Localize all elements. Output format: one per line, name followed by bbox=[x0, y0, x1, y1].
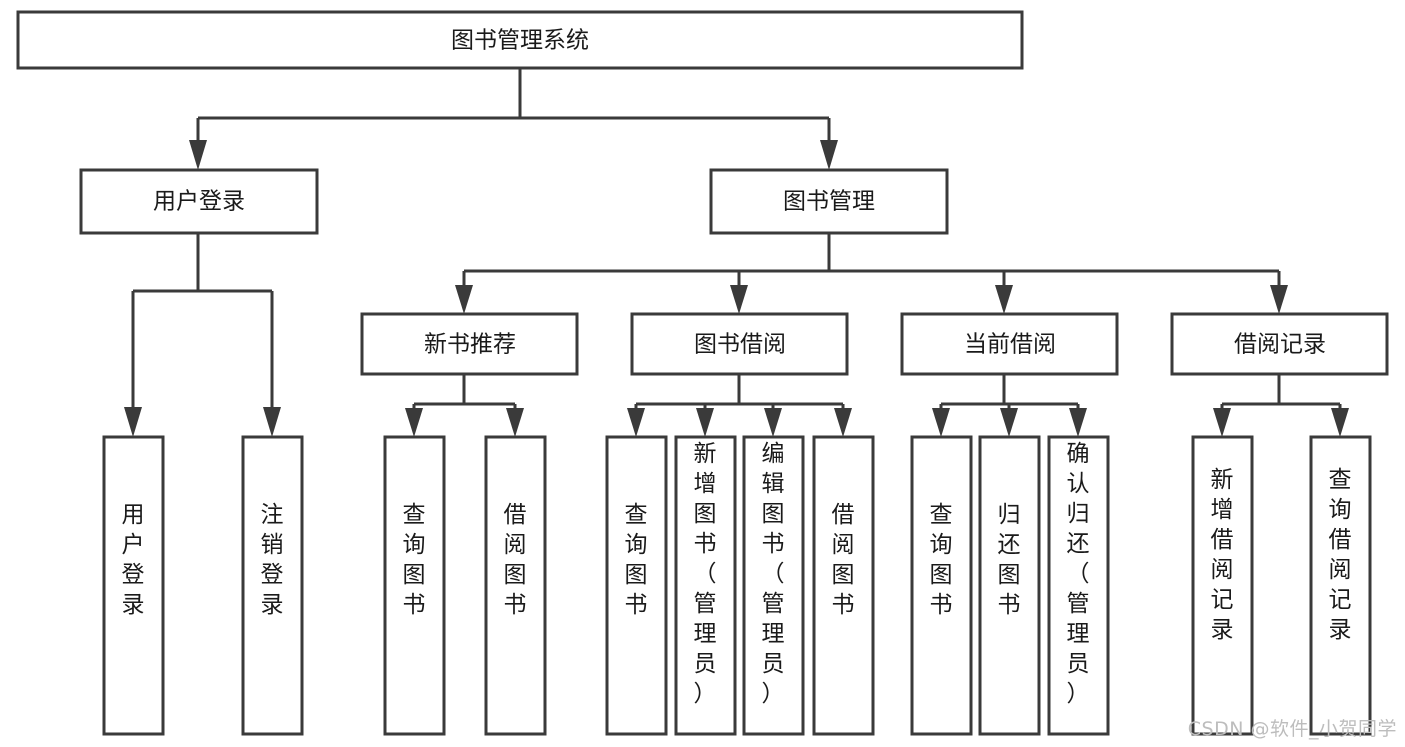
arrow-head-c2 bbox=[696, 408, 714, 437]
connector-current-to-leaves bbox=[932, 374, 1087, 437]
leaf-user-login-label: 用户登录 bbox=[122, 502, 145, 618]
node-new-book-recommend-box[interactable] bbox=[360, 312, 579, 376]
leaf-edit-book-box[interactable] bbox=[742, 435, 805, 736]
leaf-query-book-2-label: 查询图书 bbox=[625, 502, 648, 618]
node-user-login[interactable]: 用户登录 bbox=[79, 168, 319, 235]
arrow-head-user-login bbox=[189, 140, 207, 170]
leaf-borrow-book-1-box[interactable] bbox=[484, 435, 547, 736]
arrow-head-c4 bbox=[834, 408, 852, 437]
leaf-logout-label: 注销登录 bbox=[261, 502, 284, 618]
leaf-node[interactable]: 注销登录 bbox=[241, 435, 304, 736]
node-new-book-recommend-label: 新书推荐 bbox=[424, 332, 516, 358]
node-user-login-box[interactable] bbox=[79, 168, 319, 235]
arrow-head-records bbox=[1270, 285, 1288, 314]
node-borrow-records[interactable]: 借阅记录 bbox=[1170, 312, 1389, 376]
node-book-borrow[interactable]: 图书借阅 bbox=[630, 312, 849, 376]
leaf-node[interactable]: 查询图书 bbox=[383, 435, 446, 736]
leaf-borrow-book-2-box[interactable] bbox=[812, 435, 875, 736]
leaf-query-book-1-box[interactable] bbox=[383, 435, 446, 736]
leaf-node[interactable]: 查询图书 bbox=[605, 435, 668, 736]
arrow-head-d1 bbox=[932, 408, 950, 437]
leaf-query-record-label: 查询借阅记录 bbox=[1329, 467, 1352, 643]
node-current-borrow-label: 当前借阅 bbox=[964, 332, 1056, 358]
leaf-node[interactable]: 借阅图书 bbox=[812, 435, 875, 736]
arrow-head-b1 bbox=[405, 408, 423, 437]
leaf-node[interactable]: 新增借阅记录 bbox=[1191, 435, 1254, 736]
leaf-return-book-box[interactable] bbox=[978, 435, 1041, 736]
leaf-return-book-label: 归还图书 bbox=[998, 502, 1021, 618]
node-book-manage[interactable]: 图书管理 bbox=[709, 168, 949, 235]
arrow-head-book-manage bbox=[820, 140, 838, 170]
arrow-head-d2 bbox=[1000, 408, 1018, 437]
leaf-query-book-2-box[interactable] bbox=[605, 435, 668, 736]
leaf-add-record-box[interactable] bbox=[1191, 435, 1254, 736]
leaf-borrow-book-1-label: 借阅图书 bbox=[504, 502, 527, 618]
leaf-confirm-return-label: 确认归还（管理员） bbox=[1067, 441, 1090, 707]
node-user-login-label: 用户登录 bbox=[153, 189, 245, 215]
node-root[interactable]: 图书管理系统 bbox=[16, 10, 1024, 70]
node-book-borrow-box[interactable] bbox=[630, 312, 849, 376]
arrow-head-b2 bbox=[506, 408, 524, 437]
leaf-query-record-box[interactable] bbox=[1309, 435, 1372, 736]
leaf-user-login-box[interactable] bbox=[102, 435, 165, 736]
arrow-head-e1 bbox=[1213, 408, 1231, 437]
leaf-node[interactable]: 借阅图书 bbox=[484, 435, 547, 736]
connector-book-manage-to-level3 bbox=[455, 233, 1288, 314]
leaf-logout-box[interactable] bbox=[241, 435, 304, 736]
leaf-node[interactable]: 确认归还（管理员） bbox=[1047, 435, 1110, 736]
arrow-head-c1 bbox=[627, 408, 645, 437]
arrow-head-a2 bbox=[263, 407, 281, 437]
node-borrow-records-label: 借阅记录 bbox=[1234, 332, 1326, 358]
leaf-query-book-3-label: 查询图书 bbox=[930, 502, 953, 618]
node-book-borrow-label: 图书借阅 bbox=[694, 332, 786, 358]
leaf-query-book-3-box[interactable] bbox=[910, 435, 973, 736]
leaf-node[interactable]: 查询借阅记录 bbox=[1309, 435, 1372, 736]
arrow-head-d3 bbox=[1069, 408, 1087, 437]
connector-user-login-to-leaves bbox=[124, 233, 281, 437]
leaf-node[interactable]: 用户登录 bbox=[102, 435, 165, 736]
node-current-borrow[interactable]: 当前借阅 bbox=[900, 312, 1119, 376]
leaf-borrow-book-2-label: 借阅图书 bbox=[832, 502, 855, 618]
connector-new-book-to-leaves bbox=[405, 374, 524, 437]
leaf-confirm-return-box[interactable] bbox=[1047, 435, 1110, 736]
arrow-head-borrow bbox=[730, 285, 748, 314]
connector-records-to-leaves bbox=[1213, 374, 1349, 437]
arrow-head-e2 bbox=[1331, 408, 1349, 437]
leaf-add-record-label: 新增借阅记录 bbox=[1211, 467, 1234, 643]
leaf-node[interactable]: 查询图书 bbox=[910, 435, 973, 736]
leaf-node[interactable]: 归还图书 bbox=[978, 435, 1041, 736]
arrow-head-current bbox=[995, 285, 1013, 314]
leaf-node[interactable]: 编辑图书（管理员） bbox=[742, 435, 805, 736]
node-new-book-recommend[interactable]: 新书推荐 bbox=[360, 312, 579, 376]
leaf-add-book-label: 新增图书（管理员） bbox=[694, 441, 717, 707]
leaf-node[interactable]: 新增图书（管理员） bbox=[674, 435, 737, 736]
node-book-manage-label: 图书管理 bbox=[783, 189, 875, 215]
connector-root-to-level2 bbox=[189, 68, 838, 170]
node-current-borrow-box[interactable] bbox=[900, 312, 1119, 376]
node-borrow-records-box[interactable] bbox=[1170, 312, 1389, 376]
arrow-head-new-book bbox=[455, 285, 473, 314]
connector-borrow-to-leaves bbox=[627, 374, 852, 437]
leaf-add-book-box[interactable] bbox=[674, 435, 737, 736]
node-book-manage-box[interactable] bbox=[709, 168, 949, 235]
arrow-head-a1 bbox=[124, 407, 142, 437]
node-root-label: 图书管理系统 bbox=[451, 28, 589, 54]
arrow-head-c3 bbox=[764, 408, 782, 437]
leaf-query-book-1-label: 查询图书 bbox=[403, 502, 426, 618]
node-root-box[interactable] bbox=[16, 10, 1024, 70]
leaf-edit-book-label: 编辑图书（管理员） bbox=[762, 441, 785, 707]
